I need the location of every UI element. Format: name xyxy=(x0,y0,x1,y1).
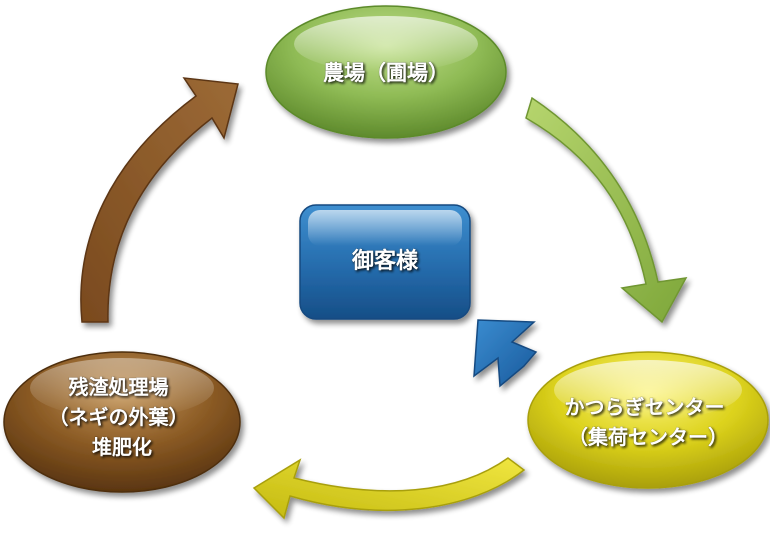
node-customer-label: 御客様 xyxy=(351,248,419,274)
node-residue-line-1: 残渣処理場 xyxy=(69,375,169,399)
arrow-residue-to-farm xyxy=(80,77,239,323)
node-farm-line-1: 農場（圃場） xyxy=(323,61,449,85)
node-center-label: かつらぎセンター （集荷センター） xyxy=(565,395,732,449)
node-residue-line-3: 堆肥化 xyxy=(92,435,152,459)
node-center-line-2: （集荷センター） xyxy=(568,425,728,449)
arrow-center-to-residue xyxy=(252,457,526,520)
arrow-farm-to-center xyxy=(525,96,688,324)
node-residue xyxy=(3,351,241,493)
node-customer-line-1: 御客様 xyxy=(351,248,419,274)
node-residue-label: 残渣処理場 （ネギの外葉） 堆肥化 xyxy=(49,375,196,459)
node-farm-label: 農場（圃場） xyxy=(323,61,449,85)
node-residue-line-2: （ネギの外葉） xyxy=(49,405,189,429)
node-customer xyxy=(299,204,471,320)
node-farm xyxy=(265,5,507,139)
node-center-line-1: かつらぎセンター xyxy=(565,395,725,419)
arrow-center-to-customer xyxy=(473,319,538,388)
node-center xyxy=(527,351,769,489)
